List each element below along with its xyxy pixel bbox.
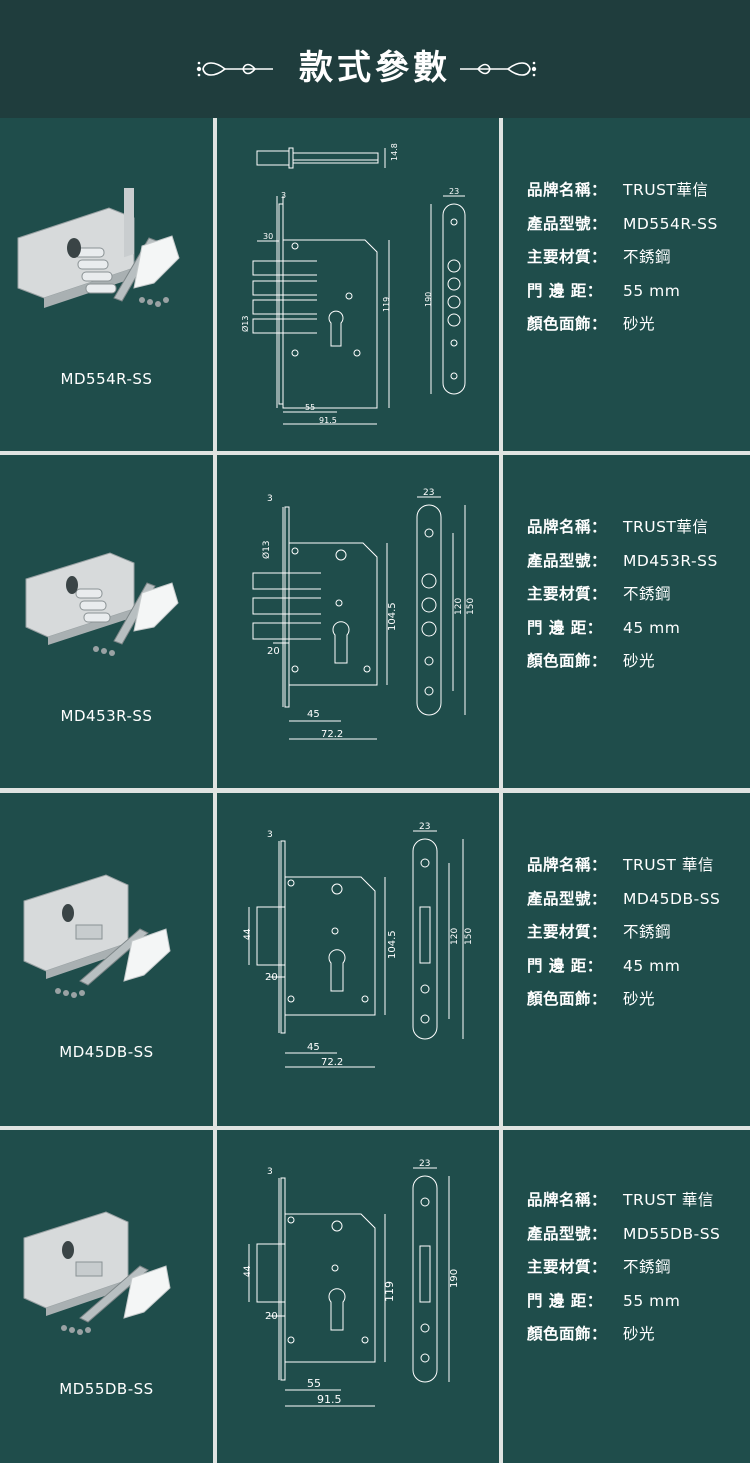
lock-body-image (17, 188, 180, 308)
dim-text: 150 (464, 928, 474, 945)
lock-body-image (25, 552, 179, 656)
technical-drawing-cell: 20 3 44 119 55 91.5 23 190 (217, 1130, 499, 1463)
dim-text: 120 (450, 928, 460, 945)
technical-drawing-cell: 20 3 Ø13 104.5 45 72.2 23 120 150 (217, 455, 499, 788)
dim-text: 91.5 (317, 1393, 342, 1406)
product-photo-cell: MD554R-SS (0, 118, 213, 451)
spec-brand: 品牌名稱：TRUST華信 (527, 518, 709, 536)
spec-backset: 門 邊 距：55 mm (527, 281, 681, 300)
dim-text: 72.2 (321, 1057, 343, 1068)
dim-text: 150 (466, 598, 476, 615)
dim-text: 30 (263, 232, 273, 241)
product-photo-cell: MD45DB-SS (0, 793, 213, 1126)
dim-text: 23 (419, 1159, 430, 1169)
spec-finish: 顏色面飾：砂光 (527, 990, 656, 1008)
spec-list: 品牌名稱：TRUST 華信 產品型號：MD45DB-SS 主要材質：不銹鋼 門 … (527, 853, 720, 1021)
dim-text: 45 (307, 1042, 320, 1053)
dim-text: Ø13 (261, 540, 272, 559)
dim-text: 3 (267, 494, 273, 504)
technical-drawing-cell: 14.8 3 30 119 Ø13 (217, 118, 499, 451)
dim-text: 20 (265, 1311, 278, 1322)
ornament-left-icon (196, 61, 273, 77)
dim-text: 20 (267, 646, 280, 657)
spec-model: 產品型號：MD554R-SS (527, 214, 718, 233)
product-photo-cell: MD55DB-SS (0, 1130, 213, 1463)
spec-list: 品牌名稱：TRUST華信 產品型號：MD554R-SS 主要材質：不銹鋼 門 邊… (527, 178, 718, 346)
lock-technical-drawing: 20 3 44 104.5 45 72.2 23 120 150 (243, 822, 474, 1068)
dim-text: 3 (281, 191, 286, 200)
spec-backset: 門 邊 距：45 mm (527, 618, 681, 637)
dim-text: 44 (243, 1265, 253, 1277)
lock-body-image (23, 874, 171, 998)
spec-list: 品牌名稱：TRUST 華信 產品型號：MD55DB-SS 主要材質：不銹鋼 門 … (527, 1188, 720, 1356)
product-row: MD453R-SS 20 3 Ø13 104.5 45 72.2 (0, 455, 750, 788)
dim-text: 190 (449, 1269, 460, 1288)
dim-text: 104.5 (387, 602, 398, 631)
spec-finish: 顏色面飾：砂光 (527, 652, 656, 670)
spec-brand: 品牌名稱：TRUST華信 (527, 181, 709, 199)
spec-backset: 門 邊 距：55 mm (527, 1291, 681, 1310)
dim-text: 91.5 (319, 416, 337, 425)
spec-model: 產品型號：MD453R-SS (527, 551, 718, 570)
spec-material: 主要材質：不銹鋼 (527, 1258, 672, 1276)
lock-technical-drawing: 20 3 44 119 55 91.5 23 190 (243, 1159, 460, 1407)
spec-finish: 顏色面飾：砂光 (527, 1325, 656, 1343)
product-photo-cell: MD453R-SS (0, 455, 213, 788)
model-label: MD453R-SS (60, 707, 153, 725)
dim-text: 55 (305, 403, 315, 412)
spec-model: 產品型號：MD45DB-SS (527, 889, 721, 908)
dim-text: 104.5 (387, 930, 398, 959)
technical-drawing-cell: 20 3 44 104.5 45 72.2 23 120 150 (217, 793, 499, 1126)
dim-text: Ø13 (240, 316, 250, 332)
dim-text: 119 (383, 1281, 396, 1302)
spec-cell: 品牌名稱：TRUST 華信 產品型號：MD55DB-SS 主要材質：不銹鋼 門 … (503, 1130, 750, 1463)
dim-text: 23 (419, 822, 430, 832)
spec-material: 主要材質：不銹鋼 (527, 923, 672, 941)
dim-text: 23 (423, 488, 434, 498)
lock-body-image (23, 1211, 171, 1335)
dim-text: 55 (307, 1377, 321, 1390)
dim-text: 72.2 (321, 729, 343, 740)
spec-backset: 門 邊 距：45 mm (527, 956, 681, 975)
spec-cell: 品牌名稱：TRUST華信 產品型號：MD453R-SS 主要材質：不銹鋼 門 邊… (503, 455, 750, 788)
spec-brand: 品牌名稱：TRUST 華信 (527, 1191, 714, 1209)
dim-text: 44 (243, 928, 253, 940)
spec-material: 主要材質：不銹鋼 (527, 585, 672, 603)
spec-model: 產品型號：MD55DB-SS (527, 1224, 721, 1243)
dim-text: 119 (382, 297, 391, 312)
dim-text: 45 (307, 709, 320, 720)
spec-cell: 品牌名稱：TRUST 華信 產品型號：MD45DB-SS 主要材質：不銹鋼 門 … (503, 793, 750, 1126)
spec-material: 主要材質：不銹鋼 (527, 248, 672, 266)
ornament-right-icon (460, 61, 537, 77)
spec-list: 品牌名稱：TRUST華信 產品型號：MD453R-SS 主要材質：不銹鋼 門 邊… (527, 515, 718, 683)
lock-technical-drawing: 20 3 Ø13 104.5 45 72.2 23 120 150 (252, 488, 476, 740)
dim-text: 3 (267, 830, 273, 840)
spec-brand: 品牌名稱：TRUST 華信 (527, 856, 714, 874)
spec-cell: 品牌名稱：TRUST華信 產品型號：MD554R-SS 主要材質：不銹鋼 門 邊… (503, 118, 750, 451)
lock-technical-drawing: 14.8 3 30 119 Ø13 (240, 143, 466, 425)
product-row: MD45DB-SS 20 3 44 104.5 45 72.2 23 (0, 793, 750, 1126)
spec-finish: 顏色面飾：砂光 (527, 315, 656, 333)
dim-text: 23 (449, 187, 459, 196)
dim-text: 3 (267, 1167, 273, 1177)
dim-text: 120 (454, 598, 464, 615)
page-title: 款式參數 (299, 48, 451, 88)
model-label: MD55DB-SS (59, 1380, 154, 1398)
product-row: MD55DB-SS 20 3 44 119 55 91.5 23 19 (0, 1130, 750, 1463)
dim-text: 190 (424, 292, 433, 307)
model-label: MD554R-SS (60, 370, 153, 388)
dim-text: 20 (265, 972, 278, 983)
page-header: 款式參數 (0, 0, 750, 118)
dim-text: 14.8 (390, 143, 399, 161)
product-row: MD554R-SS 14.8 (0, 118, 750, 451)
model-label: MD45DB-SS (59, 1043, 154, 1061)
